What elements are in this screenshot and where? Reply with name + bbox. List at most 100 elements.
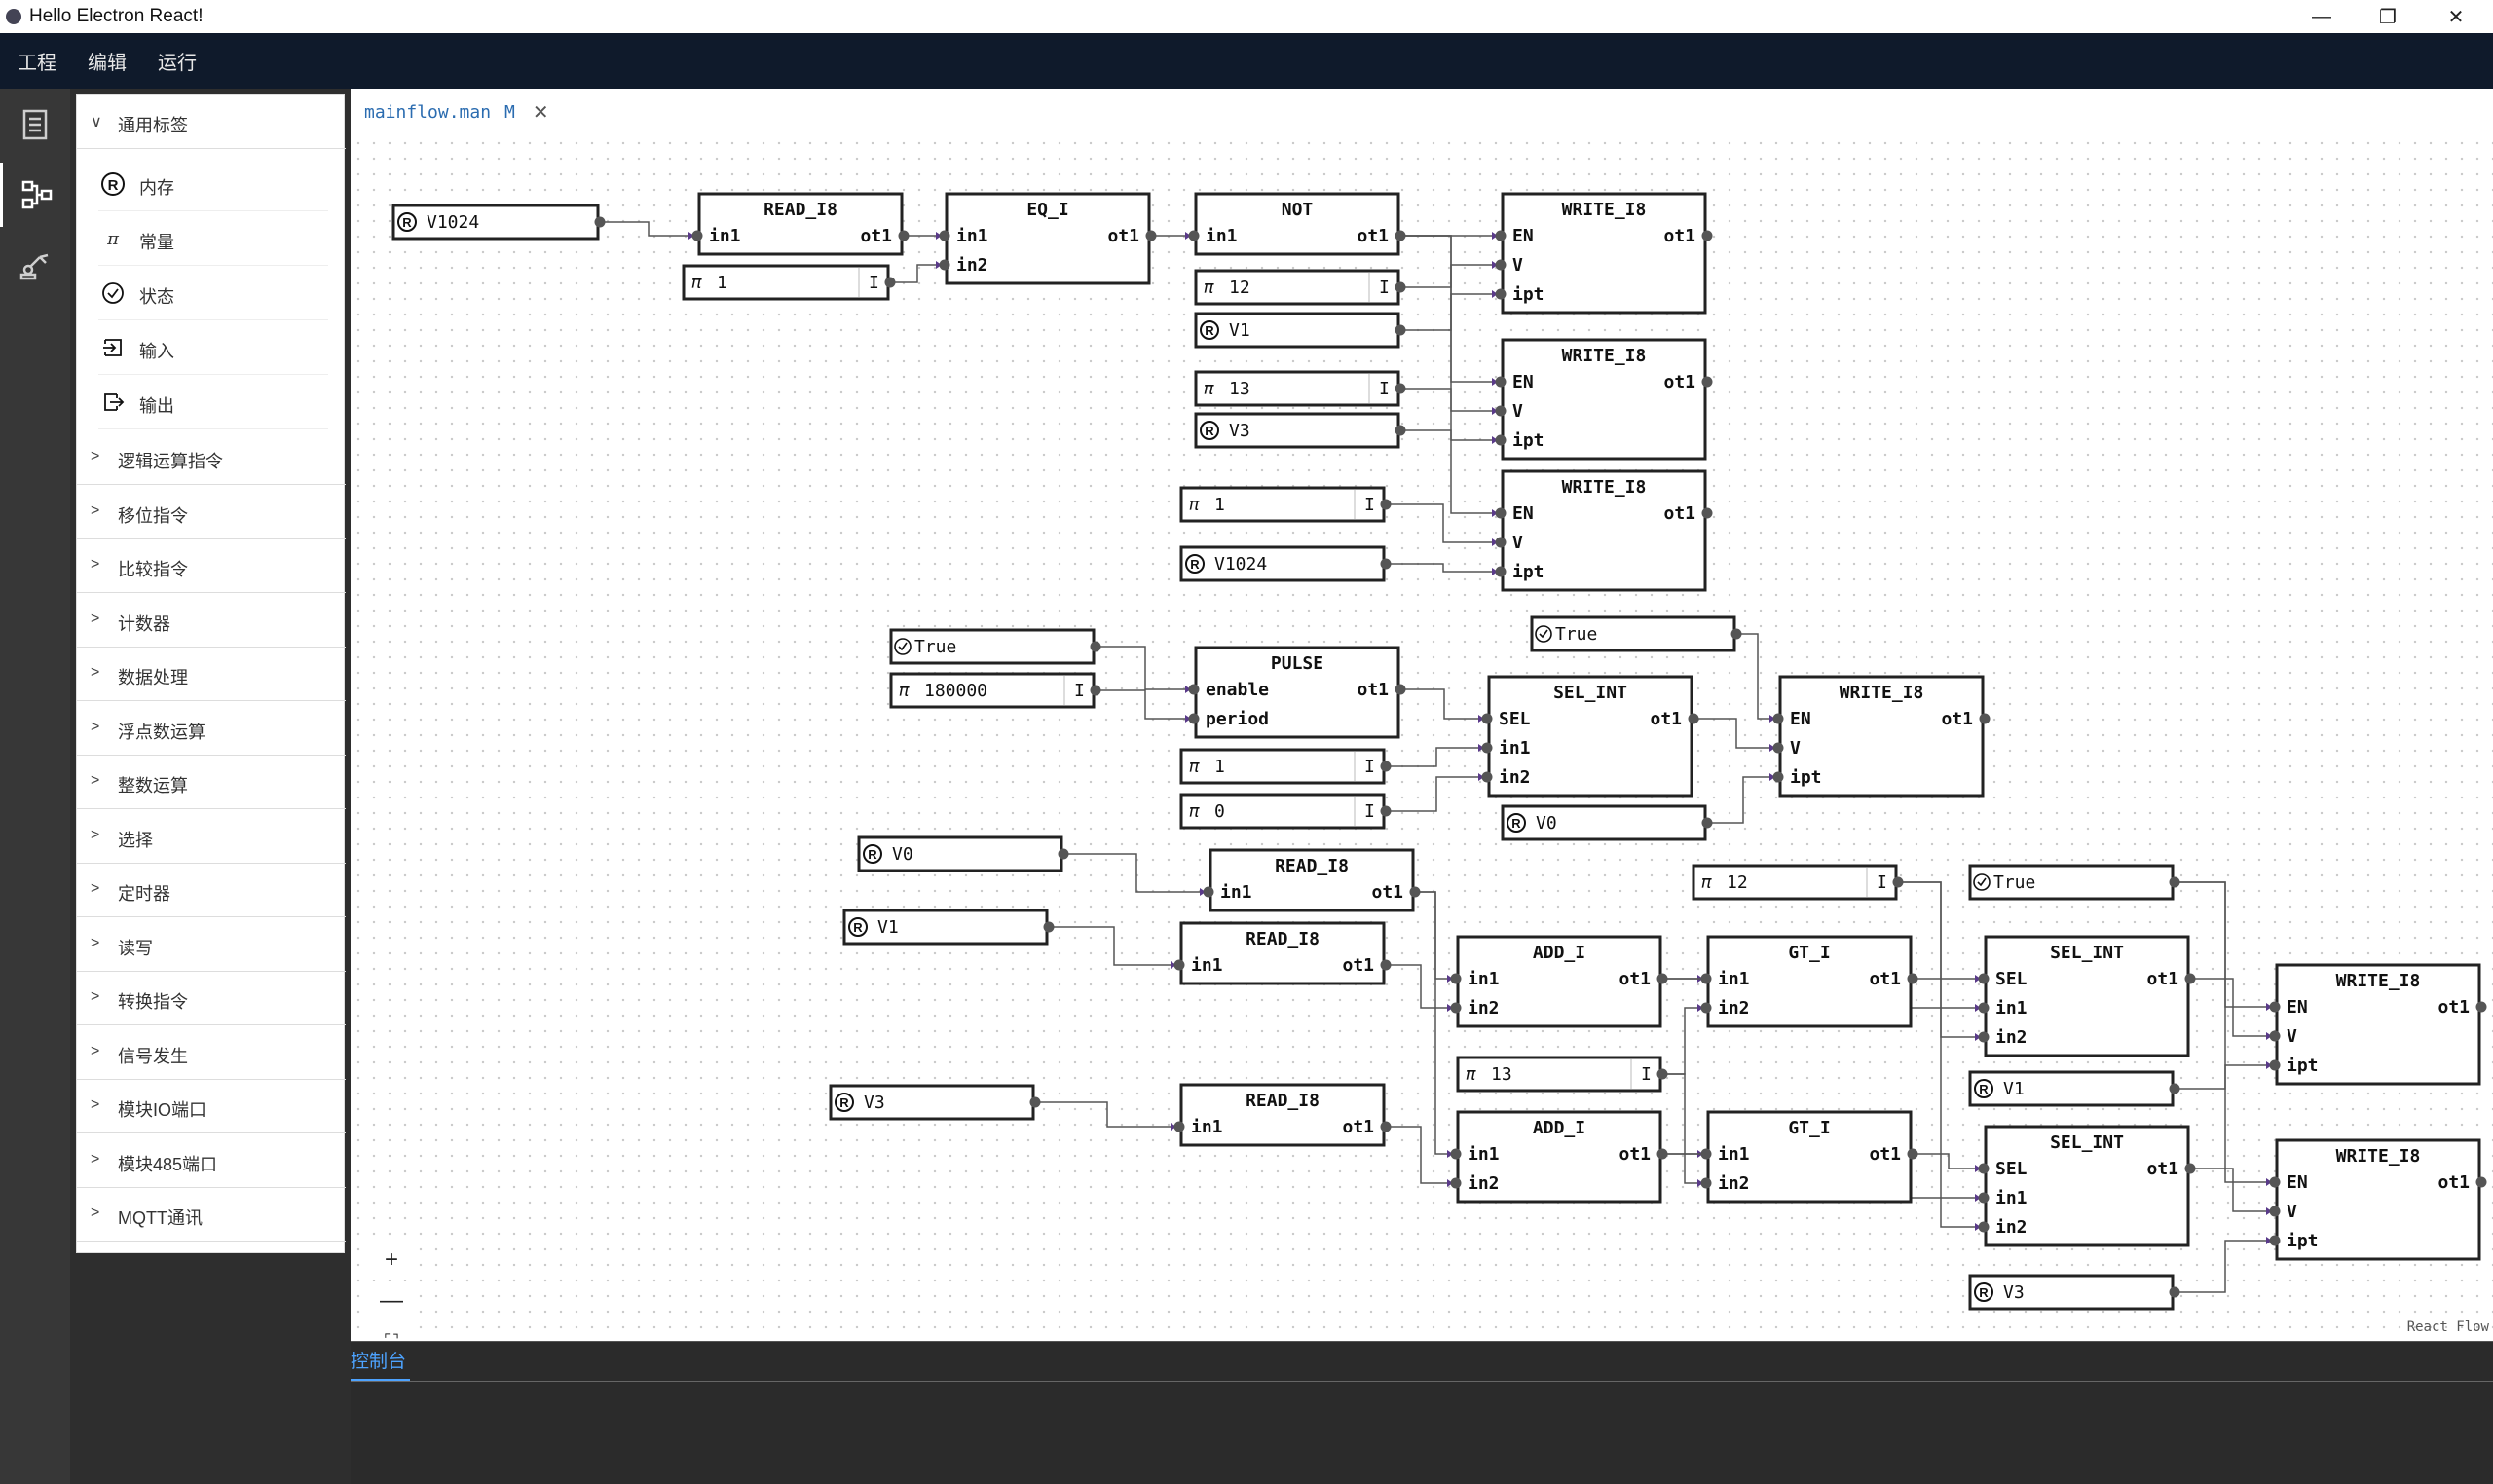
input-handle[interactable] (1481, 742, 1493, 754)
connection-wire[interactable] (2190, 1168, 2275, 1212)
input-handle[interactable] (1978, 1221, 1990, 1233)
output-handle[interactable] (1395, 230, 1406, 241)
connection-wire[interactable] (2190, 978, 2275, 1037)
menu-edit[interactable]: 编辑 (88, 53, 127, 74)
input-handle[interactable] (2269, 1030, 2281, 1042)
output-handle[interactable] (1730, 628, 1742, 640)
output-handle[interactable] (1701, 507, 1713, 519)
connection-wire[interactable] (1400, 235, 1501, 514)
output-handle[interactable] (2475, 1176, 2487, 1188)
connection-wire[interactable] (1913, 1153, 1984, 1169)
section-item[interactable]: >比较指令 (77, 539, 346, 593)
input-handle[interactable] (1188, 713, 1200, 724)
item-constant[interactable]: π 常量 (98, 212, 328, 266)
section-item[interactable]: >选择 (77, 810, 346, 864)
output-handle[interactable] (1380, 805, 1392, 817)
output-handle[interactable] (884, 277, 896, 288)
input-handle[interactable] (1495, 230, 1507, 241)
output-handle[interactable] (2169, 1286, 2180, 1298)
output-handle[interactable] (1656, 1068, 1668, 1080)
connection-wire[interactable] (1386, 503, 1501, 543)
connection-wire[interactable] (1096, 646, 1194, 690)
output-handle[interactable] (1090, 685, 1101, 696)
section-item[interactable]: >定时器 (77, 864, 346, 917)
input-handle[interactable] (691, 230, 703, 241)
connection-wire[interactable] (1662, 1007, 1706, 1075)
input-handle[interactable] (939, 230, 950, 241)
output-handle[interactable] (2184, 1163, 2196, 1174)
input-handle[interactable] (1700, 1148, 1712, 1160)
output-handle[interactable] (2184, 973, 2196, 984)
output-handle[interactable] (1380, 959, 1392, 971)
output-handle[interactable] (1395, 425, 1406, 436)
menu-project[interactable]: 工程 (18, 53, 56, 74)
output-handle[interactable] (1395, 324, 1406, 336)
input-handle[interactable] (1978, 1031, 1990, 1043)
input-handle[interactable] (1173, 959, 1185, 971)
tab-close-icon[interactable]: ✕ (532, 101, 549, 124)
input-handle[interactable] (939, 259, 950, 271)
input-handle[interactable] (1978, 973, 1990, 984)
output-handle[interactable] (1656, 1148, 1668, 1160)
input-handle[interactable] (1495, 259, 1507, 271)
output-handle[interactable] (2169, 1083, 2180, 1094)
input-handle[interactable] (1188, 684, 1200, 695)
input-handle[interactable] (1495, 566, 1507, 577)
connection-wire[interactable] (1415, 891, 1456, 1155)
tab-mainflow[interactable]: mainflow.man M ✕ (351, 89, 563, 135)
output-handle[interactable] (1395, 281, 1406, 293)
connection-wire[interactable] (1693, 718, 1778, 749)
input-handle[interactable] (1978, 1163, 1990, 1174)
input-handle[interactable] (1772, 742, 1784, 754)
output-handle[interactable] (1701, 817, 1713, 829)
connection-wire[interactable] (1386, 1126, 1456, 1184)
connection-wire[interactable] (1707, 776, 1778, 824)
fit-view-button[interactable]: ⛶ (370, 1322, 413, 1341)
output-handle[interactable] (2475, 1001, 2487, 1013)
react-flow-attribution[interactable]: React Flow (2406, 1319, 2489, 1335)
input-handle[interactable] (1495, 434, 1507, 446)
output-handle[interactable] (1701, 376, 1713, 388)
connection-wire[interactable] (2175, 881, 2275, 1183)
state-node[interactable]: True (1968, 864, 2180, 901)
console-tab[interactable]: 控制台 (351, 1347, 411, 1382)
section-item[interactable]: >浮点数运算 (77, 702, 346, 756)
output-handle[interactable] (1979, 713, 1991, 724)
input-handle[interactable] (1450, 1002, 1462, 1014)
output-handle[interactable] (1380, 499, 1392, 510)
input-handle[interactable] (1700, 973, 1712, 984)
input-handle[interactable] (1495, 507, 1507, 519)
section-item[interactable]: >模块485端口 (77, 1134, 346, 1188)
connection-wire[interactable] (1386, 964, 1456, 1009)
output-handle[interactable] (1701, 230, 1713, 241)
connection-wire[interactable] (1662, 1073, 1706, 1184)
item-input[interactable]: 输入 (98, 321, 328, 375)
output-handle[interactable] (1892, 876, 1904, 888)
output-handle[interactable] (1058, 848, 1069, 860)
output-handle[interactable] (1395, 383, 1406, 394)
input-handle[interactable] (2269, 1001, 2281, 1013)
input-handle[interactable] (1481, 771, 1493, 783)
output-handle[interactable] (2169, 876, 2180, 888)
minimize-button[interactable]: — (2312, 5, 2331, 27)
output-handle[interactable] (1688, 713, 1699, 724)
item-output[interactable]: 输出 (98, 376, 328, 429)
connection-wire[interactable] (600, 221, 697, 237)
